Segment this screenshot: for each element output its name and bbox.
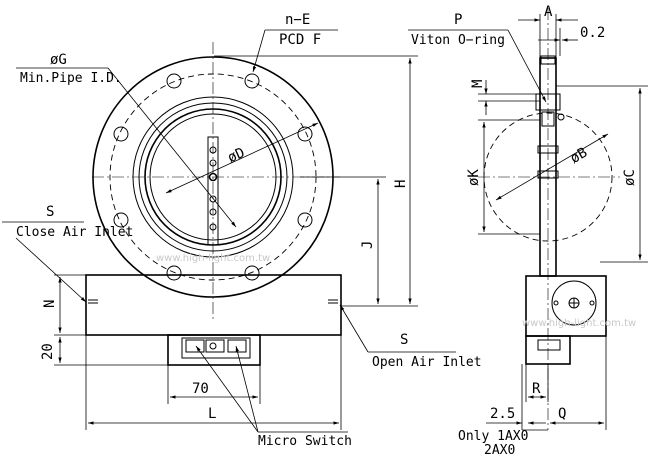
micro-switch-right [227,339,247,353]
q-label: Q [558,406,566,422]
m-label: M [470,80,486,88]
h-label: H [393,180,409,188]
side-bolt [557,113,565,121]
bolt-hole [297,212,313,228]
phi-b-label: øB [568,145,591,167]
bolt-hole [166,265,182,281]
n-label: N [42,300,58,308]
close-air-inlet-label: Close Air Inlet [16,225,133,240]
min-pipe-label: Min.Pipe I.D. [20,71,122,86]
phi-g-label: øG [50,52,67,68]
phi-c-label: øC [622,169,638,186]
l-label: L [208,406,216,422]
only-2ax0-label: 2AX0 [484,443,515,458]
micro-switch-left [185,339,205,353]
phi-b-line [495,133,609,201]
micro-switch-leader-2 [235,345,259,433]
pcd-leader-arrow [252,29,266,73]
viton-label: Viton O−ring [411,33,505,48]
switch-box [167,334,261,366]
side-indicator-pin-left [553,300,559,306]
phi-d-label: øD [225,145,247,166]
seventy-label: 70 [192,381,209,397]
two-five-label: 2.5 [490,406,515,422]
open-air-inlet-label: Open Air Inlet [372,355,482,370]
switch-cam [209,342,217,350]
micro-switch-mid [205,339,225,353]
side-indicator-pin-right [589,300,595,306]
phi-k-label: øK [466,169,482,186]
n-e-label: n−E [285,12,310,28]
phi-g-arrow [107,67,237,228]
diameter-d-line [165,122,319,194]
side-switch-inner [537,339,561,351]
s-right-leader-arrow [339,304,369,353]
watermark-front: www.high-light.com.tw [156,253,270,264]
actuator-body [85,274,342,336]
micro-switch-label: Micro Switch [258,434,352,449]
bolt-hole [166,73,182,89]
bolt-hole [113,212,129,228]
side-indicator-circle [551,280,597,326]
micro-switch-leader-1 [195,345,259,433]
side-view: A 0.2 P Viton O−ring M øK øB øC [408,4,648,458]
watermark-side: www.high-light.com.tw [522,318,636,329]
stem-pin [209,223,217,231]
r-label: R [532,381,541,397]
bolt-hole [113,126,129,142]
s-right-label: S [400,332,408,348]
j-label: J [360,241,376,249]
bolt-hole [244,265,260,281]
side-top-cap [540,55,556,65]
side-oring-block [535,93,561,111]
bolt-hole [244,73,260,89]
stem-pin [209,195,217,203]
front-view: øD øG Min.Pipe I.D. n−E PCD F H J [2,12,482,449]
side-flange-ring [541,111,555,127]
switch-inner [181,337,251,359]
zero-two-label: 0.2 [580,25,605,41]
s-left-label: S [46,204,54,220]
s-left-leader-arrow [15,237,87,303]
p-label: P [454,12,462,28]
stem-pin [209,208,217,216]
twenty-label: 20 [40,343,56,360]
a-label: A [544,4,553,20]
only-1ax0-label: Only 1AX0 [458,429,528,444]
p-leader-arrow [507,29,547,103]
pcd-f-label: PCD F [279,32,321,48]
